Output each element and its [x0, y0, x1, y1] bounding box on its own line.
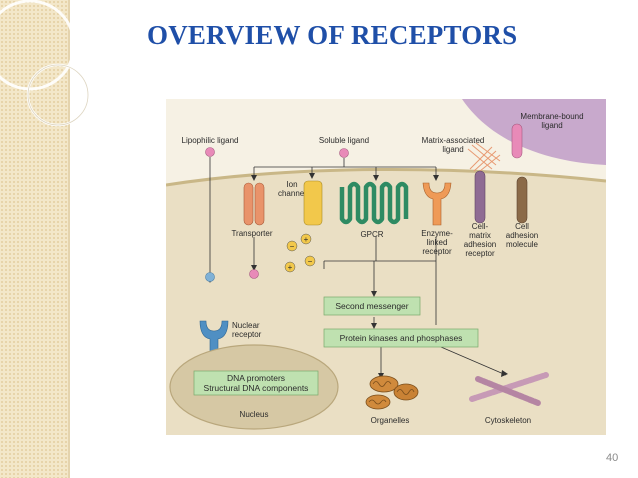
slide-title: OVERVIEW OF RECEPTORS: [147, 20, 518, 50]
side-strip-edge: [68, 0, 70, 478]
label-cell-matrix-4: receptor: [465, 249, 495, 258]
page-number: 40: [606, 452, 619, 464]
label-cell-matrix-3: adhesion: [464, 240, 496, 249]
decorative-circles: [0, 0, 90, 127]
receptor-diagram: Lipophilic ligand Soluble ligand Matrix-…: [166, 99, 606, 435]
label-cytoskeleton: Cytoskeleton: [485, 416, 531, 425]
matrix-ligand-mesh: [467, 142, 501, 172]
label-nuclear-receptor-2: receptor: [232, 330, 262, 339]
label-matrix-ligand-1: Matrix-associated: [422, 136, 485, 145]
label-dna-2: Structural DNA components: [204, 383, 309, 393]
label-matrix-ligand-2: ligand: [442, 145, 463, 154]
label-second-messenger: Second messenger: [335, 301, 408, 311]
cell-membrane: [166, 167, 606, 187]
label-soluble-ligand: Soluble ligand: [319, 136, 369, 145]
label-cell-adhesion-2: adhesion: [506, 231, 538, 240]
label-enzyme-1: Enzyme-: [421, 229, 453, 238]
label-kinases: Protein kinases and phosphases: [340, 333, 463, 343]
transporter-left: [243, 182, 254, 226]
cell-matrix-receptor: [474, 170, 486, 224]
label-transporter: Transporter: [231, 229, 272, 238]
label-nuclear-receptor-1: Nuclear: [232, 321, 260, 330]
gpcr: [339, 181, 409, 225]
ion-charges: + − − +: [284, 233, 316, 273]
label-cell-matrix-1: Cell-: [472, 222, 489, 231]
lipophilic-ligand-dot: [205, 147, 215, 157]
label-lipophilic-ligand: Lipophilic ligand: [182, 136, 239, 145]
membrane-bound-cell: [462, 99, 606, 165]
label-membrane-ligand-1: Membrane-bound: [520, 112, 583, 121]
label-cell-adhesion-1: Cell: [515, 222, 529, 231]
nuclear-receptor: [199, 320, 229, 358]
svg-text:−: −: [290, 242, 295, 251]
enzyme-linked-receptor: [422, 182, 452, 226]
label-ion-channel-2: channel: [278, 189, 306, 198]
cell-adhesion-molecule: [516, 176, 528, 224]
dna-box: [193, 370, 319, 396]
second-messenger-box: [323, 296, 421, 316]
label-membrane-ligand-2: ligand: [541, 121, 562, 130]
transporter-right: [254, 182, 265, 226]
organelles-illustration: [365, 375, 419, 410]
label-cell-adhesion-3: molecule: [506, 240, 539, 249]
ion-channel: [303, 180, 323, 226]
intracellular-ligand: [205, 272, 215, 282]
label-enzyme-3: receptor: [422, 247, 452, 256]
svg-text:+: +: [288, 263, 293, 272]
label-dna-1: DNA promoters: [227, 373, 285, 383]
kinases-box: [323, 328, 479, 348]
svg-text:+: +: [304, 235, 309, 244]
soluble-ligand-dot: [339, 148, 349, 158]
transported-ligand: [249, 269, 259, 279]
cytoskeleton-illustration: [469, 372, 549, 406]
label-cell-matrix-2: matrix: [469, 231, 491, 240]
label-nucleus: Nucleus: [240, 410, 269, 419]
label-organelles: Organelles: [371, 416, 410, 425]
svg-text:−: −: [308, 257, 313, 266]
label-enzyme-2: linked: [427, 238, 448, 247]
membrane-bound-ligand: [511, 123, 523, 159]
label-ion-channel-1: Ion: [286, 180, 297, 189]
label-gpcr: GPCR: [360, 230, 383, 239]
